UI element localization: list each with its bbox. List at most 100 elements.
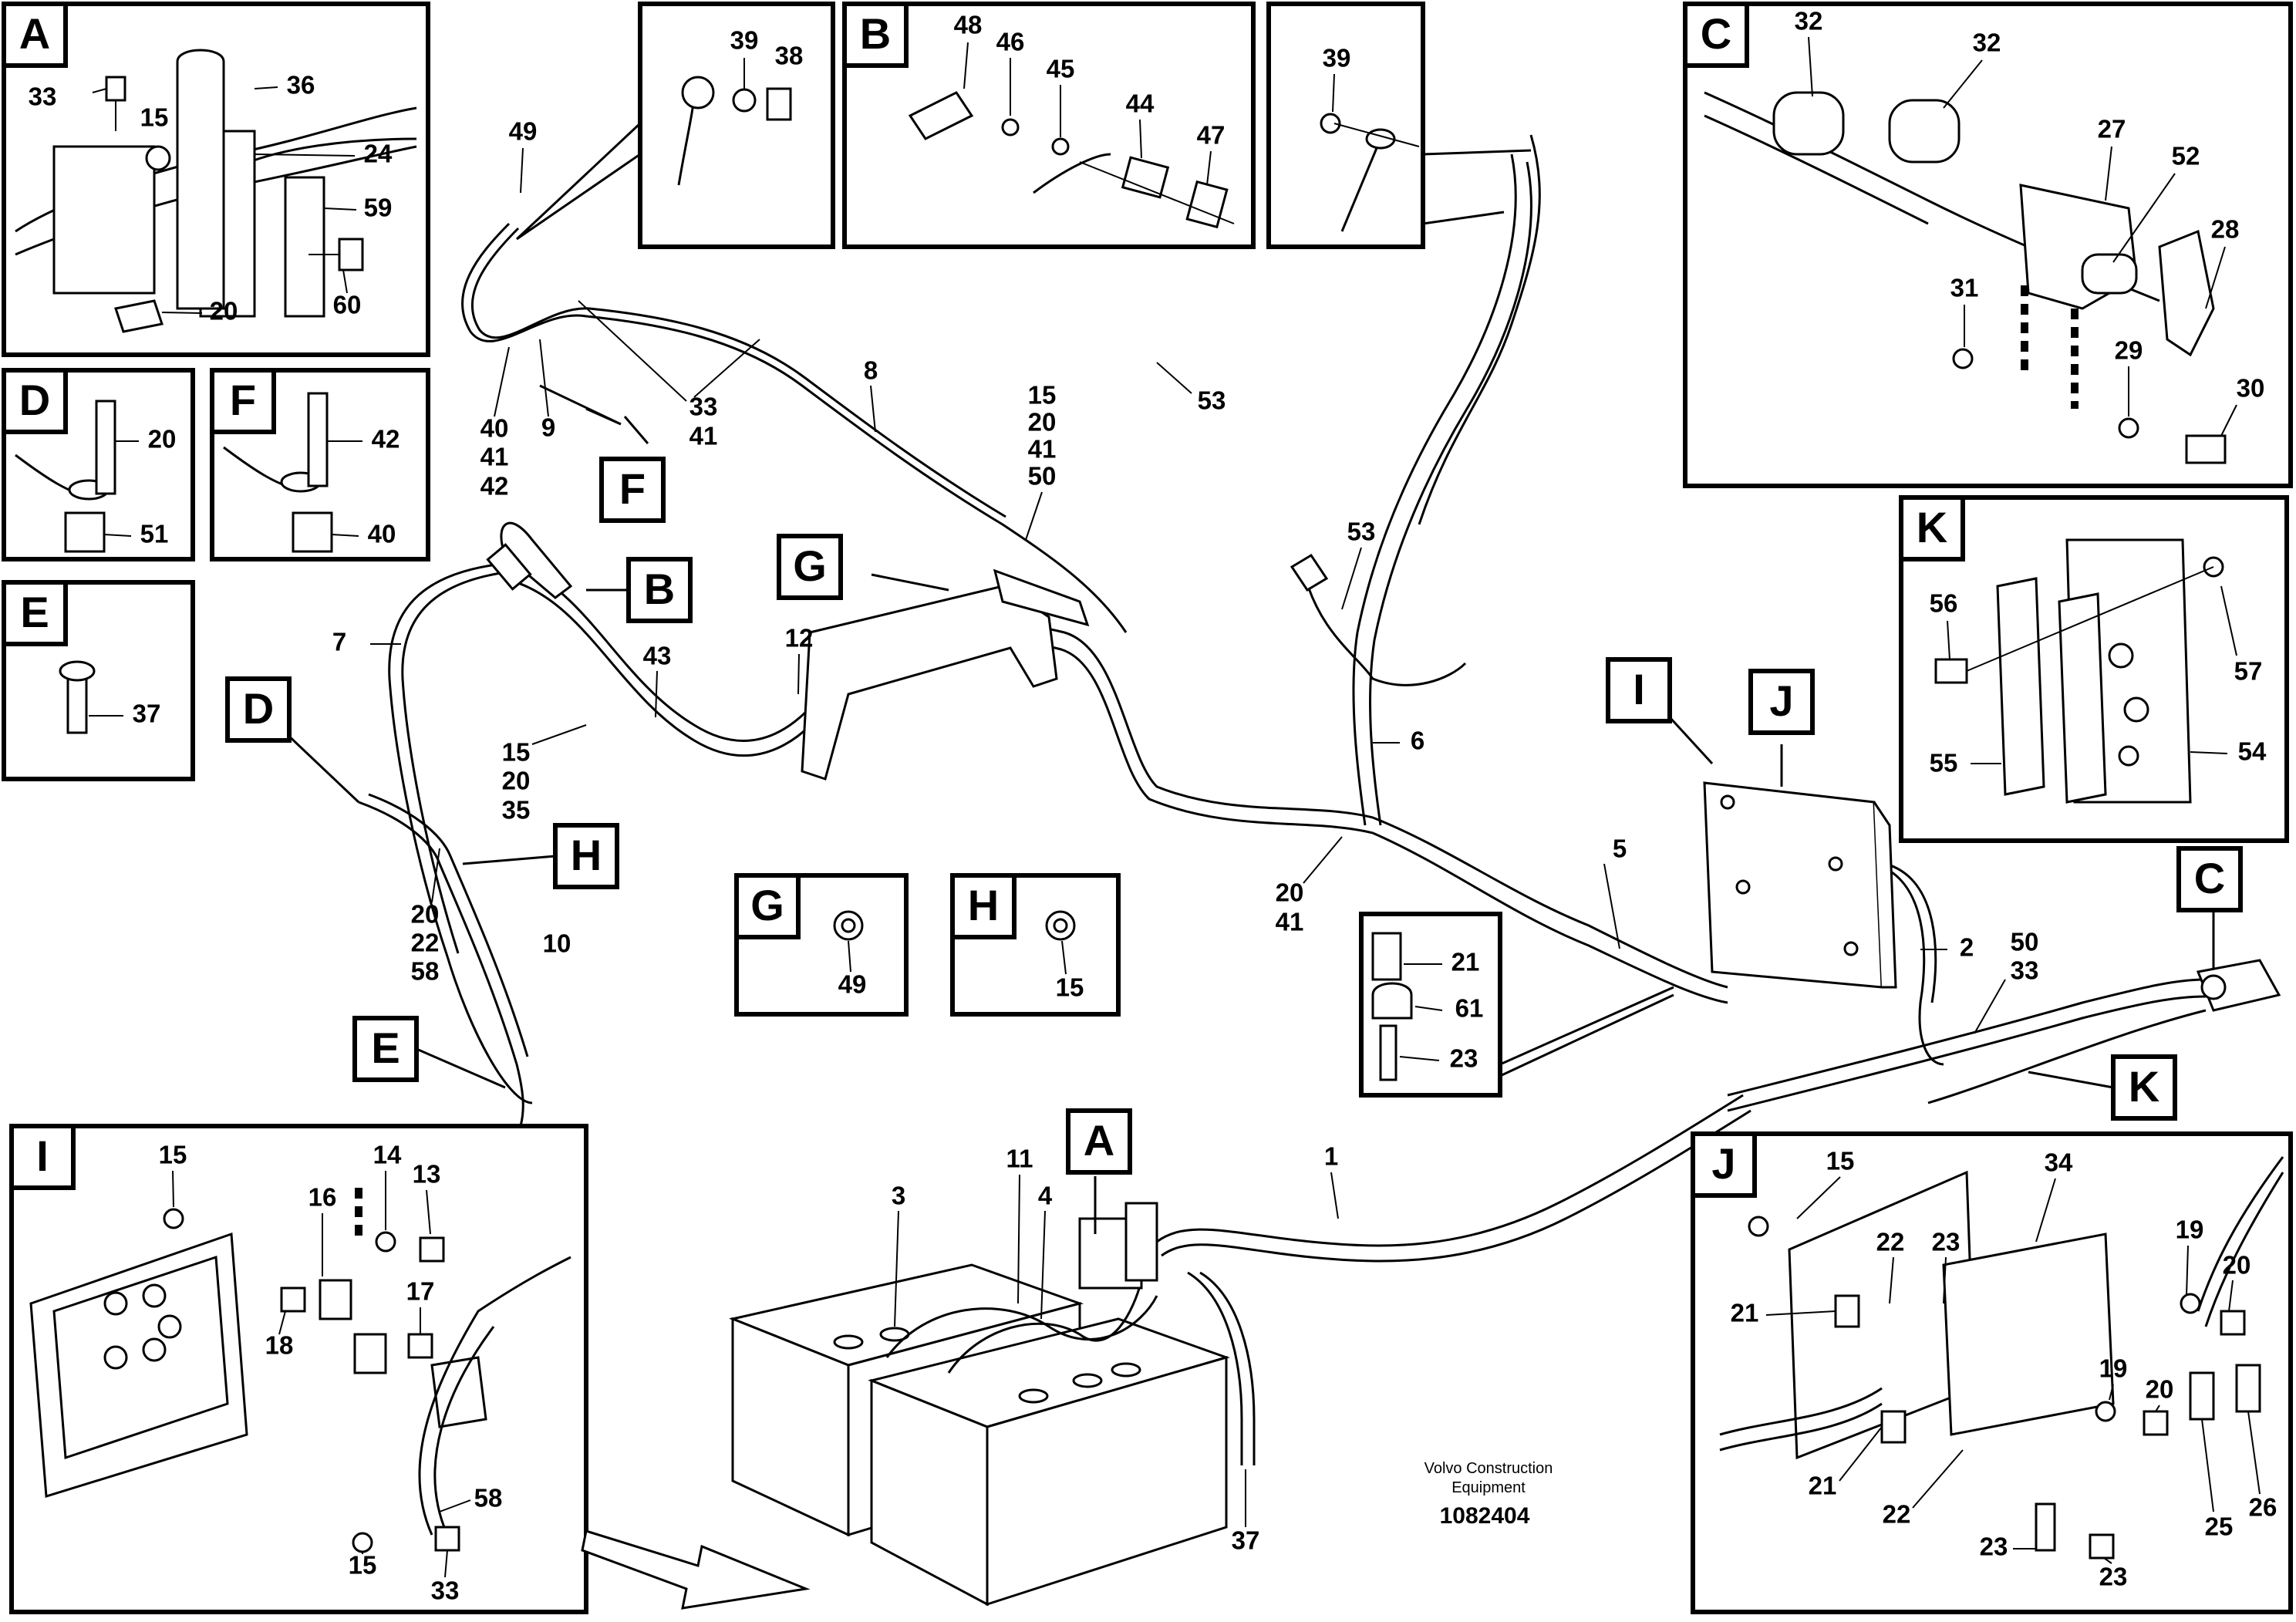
labels-inset-detail-2: 39 (1323, 44, 1351, 113)
label: 43 (643, 642, 672, 670)
label: 46 (996, 28, 1025, 56)
label: 22 (411, 929, 440, 957)
label: 2 (1960, 933, 1974, 962)
label: 8 (864, 356, 878, 385)
label: 23 (2099, 1563, 2128, 1591)
label: 15 (1028, 381, 1057, 410)
labels-inset-g: 49 (838, 940, 866, 999)
label: 51 (140, 520, 169, 548)
label: 33 (689, 393, 718, 421)
labels-inset-h: 15 (1056, 940, 1084, 1002)
label: 53 (1198, 386, 1226, 415)
labels-inset-b: 48 46 45 44 47 (954, 11, 1226, 186)
label: 48 (954, 11, 983, 39)
inset-g: G (734, 873, 909, 1017)
label: 31 (1950, 274, 1979, 302)
inset-k: K (1899, 495, 2289, 843)
main-tag-k: K (2129, 1062, 2159, 1111)
label: 59 (364, 194, 393, 222)
label: 41 (689, 422, 718, 450)
inset-k-letter: K (1917, 503, 1947, 551)
label: 42 (480, 472, 509, 501)
label: 23 (1932, 1228, 1961, 1256)
label: 30 (2237, 374, 2265, 403)
label: 33 (29, 83, 57, 111)
label: 18 (265, 1331, 294, 1360)
label: 24 (364, 140, 393, 168)
label: 15 (140, 103, 169, 132)
labels-inset-e: 37 (89, 700, 160, 728)
label: 38 (775, 42, 804, 70)
inset-c: C (1683, 2, 2293, 488)
labels-inset-i: 15 16 14 13 17 18 58 15 33 (159, 1141, 503, 1605)
label: 21 (1731, 1299, 1759, 1327)
label: 57 (2234, 657, 2263, 686)
label: 61 (1455, 994, 1484, 1023)
label: 28 (2211, 215, 2240, 244)
label: 5 (1613, 835, 1627, 863)
label: 20 (1276, 878, 1304, 907)
label: 50 (1028, 462, 1057, 491)
inset-detail-2 (1266, 2, 1425, 249)
label: 40 (368, 520, 396, 548)
label: 19 (2099, 1354, 2128, 1383)
main-tag-d: D (243, 684, 274, 733)
main-tag-i: I (1633, 665, 1645, 713)
label: 3 (892, 1182, 905, 1210)
label: 20 (1028, 408, 1057, 437)
inset-i: I (9, 1124, 588, 1614)
label: 32 (1795, 7, 1823, 35)
label: 58 (474, 1484, 503, 1512)
label: 7 (332, 628, 346, 656)
inset-a-letter: A (19, 9, 50, 58)
label: 20 (2146, 1375, 2174, 1404)
label: 19 (2176, 1216, 2204, 1244)
inset-d: D (2, 368, 195, 561)
label: 41 (480, 443, 509, 471)
label: 36 (287, 71, 315, 99)
label: 26 (2249, 1493, 2277, 1522)
label: 45 (1047, 55, 1075, 83)
label: 15 (502, 738, 531, 767)
inset-f-letter: F (230, 376, 256, 424)
labels-inset-f: 42 40 (328, 425, 400, 548)
harness-bracket (801, 568, 1090, 781)
batteries (728, 1202, 1230, 1607)
labels-inset-detail-1: 39 38 (730, 26, 804, 89)
label: 13 (413, 1160, 441, 1189)
connector-b-main (486, 521, 573, 599)
inset-g-letter: G (750, 881, 784, 929)
label: 33 (431, 1576, 460, 1605)
label: 23 (1980, 1533, 2008, 1561)
label: 23 (1450, 1044, 1478, 1073)
label: 20 (210, 297, 238, 325)
label: 47 (1197, 121, 1226, 150)
inset-h-letter: H (968, 881, 999, 929)
label: 4 (1038, 1182, 1053, 1210)
document-number: 1082404 (1440, 1503, 1530, 1529)
label: 6 (1411, 727, 1424, 755)
inset-d-letter: D (19, 376, 50, 424)
inset-detail-1 (638, 2, 835, 249)
labels-inset-c: 32 32 27 52 28 31 29 30 (1795, 7, 2265, 437)
label: 11 (1006, 1145, 1033, 1173)
label: 49 (509, 117, 538, 146)
label: 55 (1930, 749, 1958, 777)
label: 53 (1347, 518, 1376, 546)
label: 39 (1323, 44, 1351, 73)
label: 20 (411, 900, 440, 929)
pointers (284, 120, 2215, 1610)
label: 20 (502, 767, 531, 795)
label: 41 (1276, 908, 1304, 936)
credit-block: Volvo Construction Equipment 1082404 (1424, 1460, 1553, 1529)
label: 35 (502, 796, 531, 824)
label: 1 (1324, 1142, 1338, 1171)
label: 41 (1028, 435, 1057, 464)
inset-f: F (210, 368, 430, 561)
main-tag-e: E (371, 1023, 400, 1072)
label: 9 (541, 413, 555, 442)
label: 39 (730, 26, 759, 55)
label: 15 (1056, 973, 1084, 1002)
inset-a: A (2, 2, 430, 357)
credit-line-2: Equipment (1451, 1479, 1526, 1496)
